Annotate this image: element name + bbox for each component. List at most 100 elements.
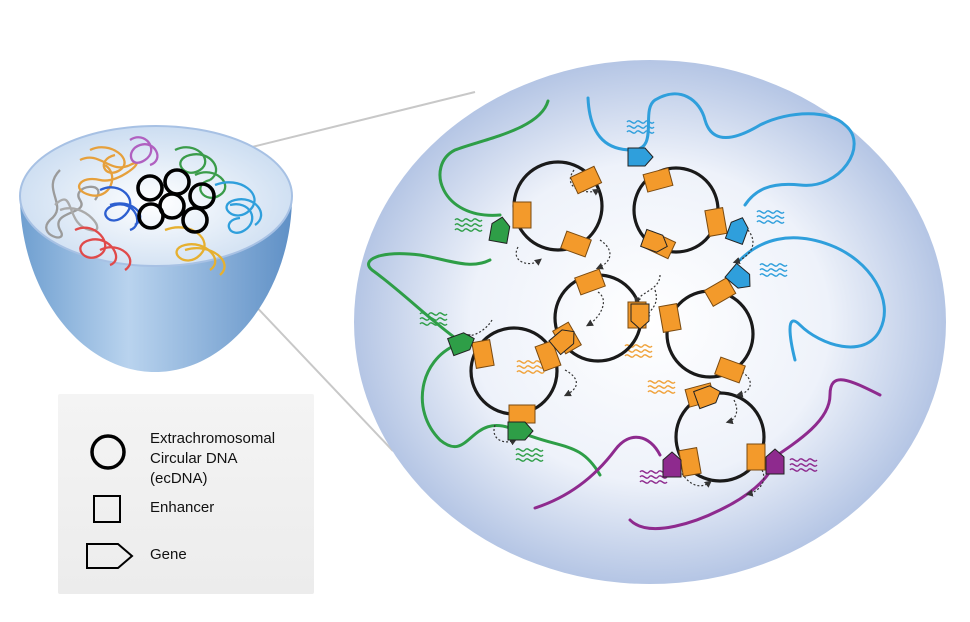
transcript-wave <box>516 370 545 374</box>
enhancer-box <box>574 268 606 296</box>
enhancer-box <box>642 167 674 193</box>
transcript-wave <box>454 218 483 222</box>
enhancer-17 <box>678 447 702 477</box>
gene-9 <box>640 228 668 253</box>
pentagon-arrow-icon <box>86 543 134 569</box>
ecdna-cluster <box>136 168 216 234</box>
enhancer-box <box>678 447 702 477</box>
enhancer-box <box>746 443 766 471</box>
gene-shape <box>724 217 749 245</box>
square-icon <box>93 495 121 523</box>
enhancer-box <box>714 356 746 384</box>
enhancer-12 <box>714 356 746 384</box>
transcript-3 <box>515 448 544 462</box>
transcript-wave <box>624 349 653 353</box>
gene-shape <box>488 216 511 244</box>
transcript-1 <box>454 218 483 232</box>
transcript-wave <box>515 458 544 462</box>
transcript-9 <box>647 380 676 394</box>
transcript-wave <box>516 360 545 364</box>
transcript-wave <box>454 228 483 232</box>
transcript-wave <box>419 322 448 326</box>
blue-strand-right <box>738 236 886 362</box>
enhancer-5 <box>704 207 728 237</box>
transcript-wave <box>756 215 785 219</box>
transcript-5 <box>756 210 785 224</box>
gene-12 <box>693 385 721 410</box>
genes <box>447 147 785 478</box>
gene-2 <box>447 332 475 357</box>
enhancer-18 <box>746 443 766 471</box>
chromatin-tangle <box>45 136 263 276</box>
transcript-6 <box>759 263 788 277</box>
enhancer-1 <box>569 165 603 195</box>
gene-6 <box>724 262 751 289</box>
transcript-wave <box>639 480 668 484</box>
enhancer-box <box>471 339 495 369</box>
nucleus-hemisphere <box>19 125 293 372</box>
gene-7 <box>662 451 682 478</box>
enhancer-11 <box>658 303 682 333</box>
transcript-wave <box>789 463 818 467</box>
enhancer-15 <box>508 404 536 424</box>
transcript-11 <box>789 458 818 472</box>
gene-shape <box>627 147 654 167</box>
enhancer-7 <box>574 268 606 296</box>
transcript-wave <box>454 223 483 227</box>
enhancer-box <box>508 404 536 424</box>
gene-shape <box>640 228 668 253</box>
transcript-wave <box>789 468 818 472</box>
enhancer-14 <box>534 340 562 372</box>
zoom-line-bottom <box>247 297 394 452</box>
gene-shape <box>765 448 785 475</box>
transcript-wave <box>515 448 544 452</box>
enhancer-box <box>534 340 562 372</box>
transcript-wave <box>759 273 788 277</box>
gene-4 <box>627 147 654 167</box>
enhancer-box <box>512 201 532 229</box>
gene-1 <box>488 216 511 244</box>
transcript-wave <box>516 365 545 369</box>
gene-8 <box>765 448 785 475</box>
gene-shape <box>447 332 475 357</box>
enhancer-box <box>569 165 603 195</box>
legend: Extrachromosomal Circular DNA (ecDNA) En… <box>58 394 314 594</box>
green-strand-left <box>367 252 492 342</box>
legend-label-ecdna: Extrachromosomal Circular DNA (ecDNA) <box>150 430 276 487</box>
enhancer-box <box>704 207 728 237</box>
transcript-wave <box>759 263 788 267</box>
legend-label-gene: Gene <box>150 546 187 563</box>
enhancer-10 <box>703 277 737 307</box>
enhancer-4 <box>642 167 674 193</box>
green-strand-top <box>438 99 550 217</box>
transcript-wave <box>647 390 676 394</box>
zoomed-nucleus <box>354 60 946 584</box>
transcript-wave <box>789 458 818 462</box>
transcript-wave <box>515 453 544 457</box>
enhancer-13 <box>471 339 495 369</box>
gene-shape <box>548 329 575 356</box>
enhancers <box>471 165 766 477</box>
transcript-wave <box>756 210 785 214</box>
circle-icon <box>90 434 126 470</box>
transcript-wave <box>624 354 653 358</box>
gene-shape <box>630 303 650 330</box>
zoom-line-top <box>251 91 476 148</box>
gene-11 <box>548 329 575 356</box>
gene-3 <box>507 421 534 441</box>
gene-shape <box>507 421 534 441</box>
enhancer-box <box>703 277 737 307</box>
transcript-7 <box>516 360 545 374</box>
gene-shape <box>693 385 721 410</box>
purple-strand-right <box>768 378 882 462</box>
transcript-wave <box>759 268 788 272</box>
gene-10 <box>630 303 650 330</box>
legend-label-enhancer: Enhancer <box>150 499 215 516</box>
green-strand-bottom <box>420 343 602 477</box>
enhancer-2 <box>560 230 592 258</box>
gene-5 <box>724 217 749 245</box>
gene-shape <box>724 262 751 289</box>
enhancer-box <box>658 303 682 333</box>
